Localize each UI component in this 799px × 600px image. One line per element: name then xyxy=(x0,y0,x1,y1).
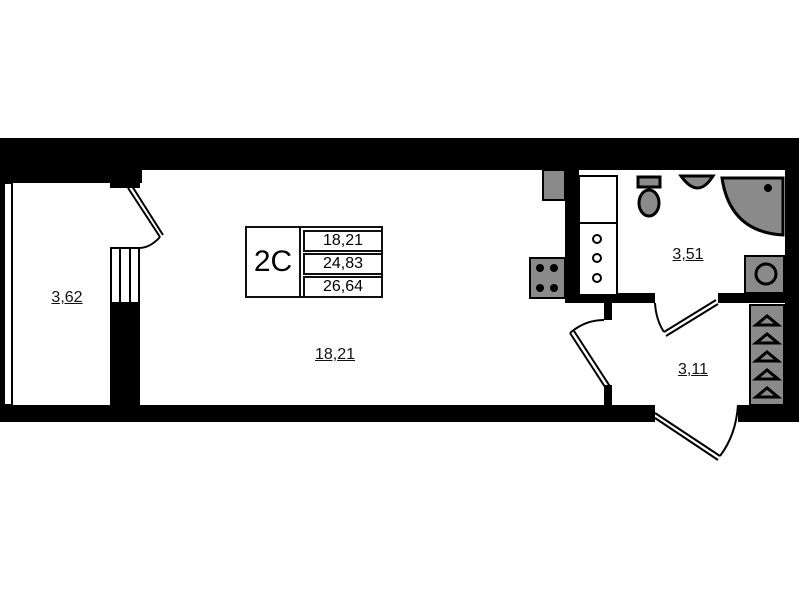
bathroom-area-label: 3,51 xyxy=(672,246,704,263)
hall-wall-top xyxy=(604,303,612,320)
hall-wall-bottom xyxy=(604,385,612,408)
bottom-wall-right xyxy=(738,405,799,422)
balcony-wall-top xyxy=(110,170,140,188)
stove-icon xyxy=(529,257,566,299)
walls xyxy=(0,138,799,422)
total-area: 24,83 xyxy=(303,253,381,275)
bathroom-wall-horizontal xyxy=(565,293,655,303)
balcony-area-label: 3,62 xyxy=(51,289,83,306)
bathroom-wall-vertical xyxy=(565,170,579,303)
fridge-icon xyxy=(542,169,566,201)
wardrobe-icon xyxy=(749,304,785,406)
apartment-type-code: 2C xyxy=(247,228,301,296)
balcony-window xyxy=(3,182,13,406)
top-wall xyxy=(0,138,799,170)
bottom-wall-left xyxy=(0,405,655,422)
washbasin-icon xyxy=(678,174,716,190)
washing-machine-icon xyxy=(744,255,785,294)
right-wall xyxy=(785,138,799,422)
balcony-door xyxy=(127,185,164,249)
balcony-wall-pillar xyxy=(110,303,140,408)
balcony-window-frame xyxy=(0,183,4,405)
balcony-window-lines xyxy=(110,247,140,304)
bathroom-door xyxy=(654,299,719,337)
hallway-area-label: 3,11 xyxy=(678,361,708,378)
toilet-icon xyxy=(636,175,662,218)
hall-door xyxy=(569,319,612,391)
entrance-door xyxy=(654,404,739,461)
kitchen-counter xyxy=(578,175,618,296)
apartment-info-badge: 2C 18,21 24,83 26,64 xyxy=(245,226,383,298)
total-area-with-balcony: 26,64 xyxy=(303,276,381,298)
living-room-area-label: 18,21 xyxy=(314,346,356,363)
balcony-top-wall xyxy=(0,170,142,183)
shower-icon xyxy=(720,176,785,237)
living-area: 18,21 xyxy=(303,230,381,252)
bathroom-wall-horizontal-right xyxy=(718,293,785,303)
